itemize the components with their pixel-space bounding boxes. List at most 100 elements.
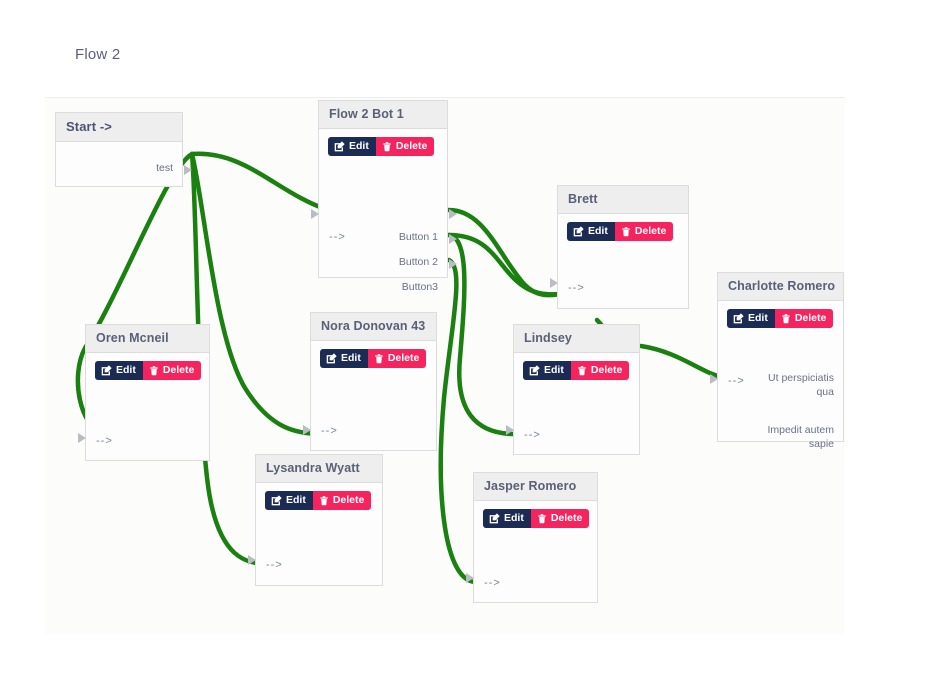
port-row-2[interactable]: Impedit autem sapie bbox=[718, 423, 843, 467]
in-port[interactable]: --> bbox=[484, 577, 501, 589]
delete-label: Delete bbox=[395, 140, 428, 153]
node-brett[interactable]: Brett Edit Delete bbox=[550, 185, 689, 309]
edit-button[interactable]: Edit bbox=[320, 349, 368, 368]
edit-icon bbox=[529, 365, 540, 376]
port-row-1[interactable]: --> Ut perspiciatis qua bbox=[718, 371, 843, 415]
delete-button[interactable]: Delete bbox=[530, 509, 590, 528]
page-title: Flow 2 bbox=[75, 46, 121, 63]
in-port[interactable]: --> bbox=[266, 559, 283, 571]
node-flow2bot1[interactable]: Flow 2 Bot 1 Edit bbox=[311, 100, 457, 293]
edge-button3-to-jasper bbox=[438, 257, 478, 585]
edit-button[interactable]: Edit bbox=[483, 509, 531, 528]
in-connector[interactable] bbox=[710, 374, 718, 384]
node-title: Start -> bbox=[56, 113, 182, 142]
node-title: Brett bbox=[558, 186, 688, 214]
node-oren-mcneil[interactable]: Oren Mcneil Edit Delete bbox=[78, 324, 210, 461]
node-actions: Edit Delete bbox=[328, 137, 435, 156]
in-connector[interactable] bbox=[506, 425, 514, 435]
edit-button[interactable]: Edit bbox=[727, 309, 775, 328]
out-port-ut-perspiciatis[interactable]: Ut perspiciatis qua bbox=[768, 372, 834, 398]
trash-icon bbox=[781, 313, 791, 324]
edge-start-to-nora bbox=[189, 151, 325, 437]
in-connector[interactable] bbox=[248, 555, 256, 565]
port-row-in[interactable]: --> bbox=[256, 555, 382, 575]
delete-label: Delete bbox=[634, 225, 667, 238]
delete-label: Delete bbox=[550, 512, 583, 525]
edge-button1-to-brett bbox=[446, 207, 565, 298]
edit-label: Edit bbox=[748, 312, 768, 325]
in-port[interactable]: --> bbox=[524, 429, 541, 441]
port-row-in[interactable]: --> bbox=[514, 425, 639, 445]
node-body: Edit Delete bbox=[319, 129, 447, 293]
node-body: Edit Delete --> bbox=[256, 483, 382, 585]
in-connector[interactable] bbox=[303, 425, 311, 435]
in-port[interactable]: --> bbox=[321, 425, 338, 437]
in-connector[interactable] bbox=[311, 209, 319, 219]
port-row-in[interactable]: --> bbox=[86, 431, 209, 451]
delete-label: Delete bbox=[794, 312, 827, 325]
node-start[interactable]: Start -> test bbox=[55, 112, 192, 187]
edit-label: Edit bbox=[588, 225, 608, 238]
flow-canvas[interactable]: Start -> test Flow 2 Bot 1 bbox=[45, 98, 845, 635]
out-connector-button-3[interactable] bbox=[449, 259, 457, 269]
in-connector[interactable] bbox=[466, 573, 474, 583]
node-title: Lindsey bbox=[514, 325, 639, 353]
edit-button[interactable]: Edit bbox=[95, 361, 143, 380]
edit-label: Edit bbox=[349, 140, 369, 153]
out-port-impedit-autem[interactable]: Impedit autem sapie bbox=[767, 424, 834, 450]
in-port[interactable]: --> bbox=[568, 282, 585, 294]
port-row-2[interactable]: Button 2 bbox=[319, 252, 447, 272]
port-row-3[interactable]: Button3 bbox=[319, 277, 447, 297]
edit-button[interactable]: Edit bbox=[265, 491, 313, 510]
out-port-button-3[interactable]: Button3 bbox=[401, 281, 438, 293]
trash-icon bbox=[382, 141, 392, 152]
node-actions: Edit Delete bbox=[567, 222, 674, 241]
node-actions: Edit Delete bbox=[727, 309, 834, 328]
delete-button[interactable]: Delete bbox=[367, 349, 427, 368]
edit-label: Edit bbox=[116, 364, 136, 377]
in-port[interactable]: --> bbox=[329, 231, 346, 243]
edit-label: Edit bbox=[504, 512, 524, 525]
edit-icon bbox=[733, 313, 744, 324]
port-row-in[interactable]: --> bbox=[474, 573, 597, 593]
delete-button[interactable]: Delete bbox=[142, 361, 202, 380]
delete-button[interactable]: Delete bbox=[774, 309, 834, 328]
edit-button[interactable]: Edit bbox=[328, 137, 376, 156]
edit-button[interactable]: Edit bbox=[567, 222, 615, 241]
delete-button[interactable]: Delete bbox=[312, 491, 372, 510]
node-title: Charlotte Romero bbox=[718, 273, 843, 301]
delete-button[interactable]: Delete bbox=[375, 137, 435, 156]
node-body: Edit Delete --> bbox=[86, 353, 209, 460]
node-jasper-romero[interactable]: Jasper Romero Edit Delete bbox=[466, 472, 598, 603]
edit-icon bbox=[271, 495, 282, 506]
node-lindsey[interactable]: Lindsey Edit Delete bbox=[506, 324, 640, 455]
in-port[interactable]: --> bbox=[728, 375, 745, 387]
out-port-test[interactable]: test bbox=[156, 162, 173, 174]
edit-button[interactable]: Edit bbox=[523, 361, 571, 380]
in-connector[interactable] bbox=[78, 433, 86, 443]
out-connector-test[interactable] bbox=[184, 165, 192, 175]
out-port-button-2[interactable]: Button 2 bbox=[398, 256, 438, 268]
out-port-button-1[interactable]: Button 1 bbox=[398, 231, 438, 243]
port-row-out[interactable]: test bbox=[56, 158, 182, 178]
edit-icon bbox=[489, 513, 500, 524]
out-connector-button-1[interactable] bbox=[449, 209, 457, 219]
delete-button[interactable]: Delete bbox=[570, 361, 630, 380]
port-row-in[interactable]: --> bbox=[311, 421, 436, 441]
node-body: Edit Delete --> bbox=[311, 341, 436, 450]
node-lysandra-wyatt[interactable]: Lysandra Wyatt Edit Delete bbox=[248, 454, 383, 586]
delete-label: Delete bbox=[332, 494, 365, 507]
trash-icon bbox=[319, 495, 329, 506]
delete-button[interactable]: Delete bbox=[614, 222, 674, 241]
port-row-in[interactable]: --> bbox=[558, 278, 688, 298]
node-title: Nora Donovan 43 bbox=[311, 313, 436, 341]
node-title: Flow 2 Bot 1 bbox=[319, 101, 447, 129]
out-connector-button-2[interactable] bbox=[449, 234, 457, 244]
in-port[interactable]: --> bbox=[96, 435, 113, 447]
port-row-1[interactable]: --> Button 1 bbox=[319, 227, 447, 247]
in-connector[interactable] bbox=[550, 278, 558, 288]
node-nora-donovan[interactable]: Nora Donovan 43 Edit Delete bbox=[303, 312, 437, 451]
edit-icon bbox=[101, 365, 112, 376]
node-charlotte-romero[interactable]: Charlotte Romero Edit Delete bbox=[710, 272, 844, 450]
node-body: Edit Delete --> bbox=[514, 353, 639, 454]
